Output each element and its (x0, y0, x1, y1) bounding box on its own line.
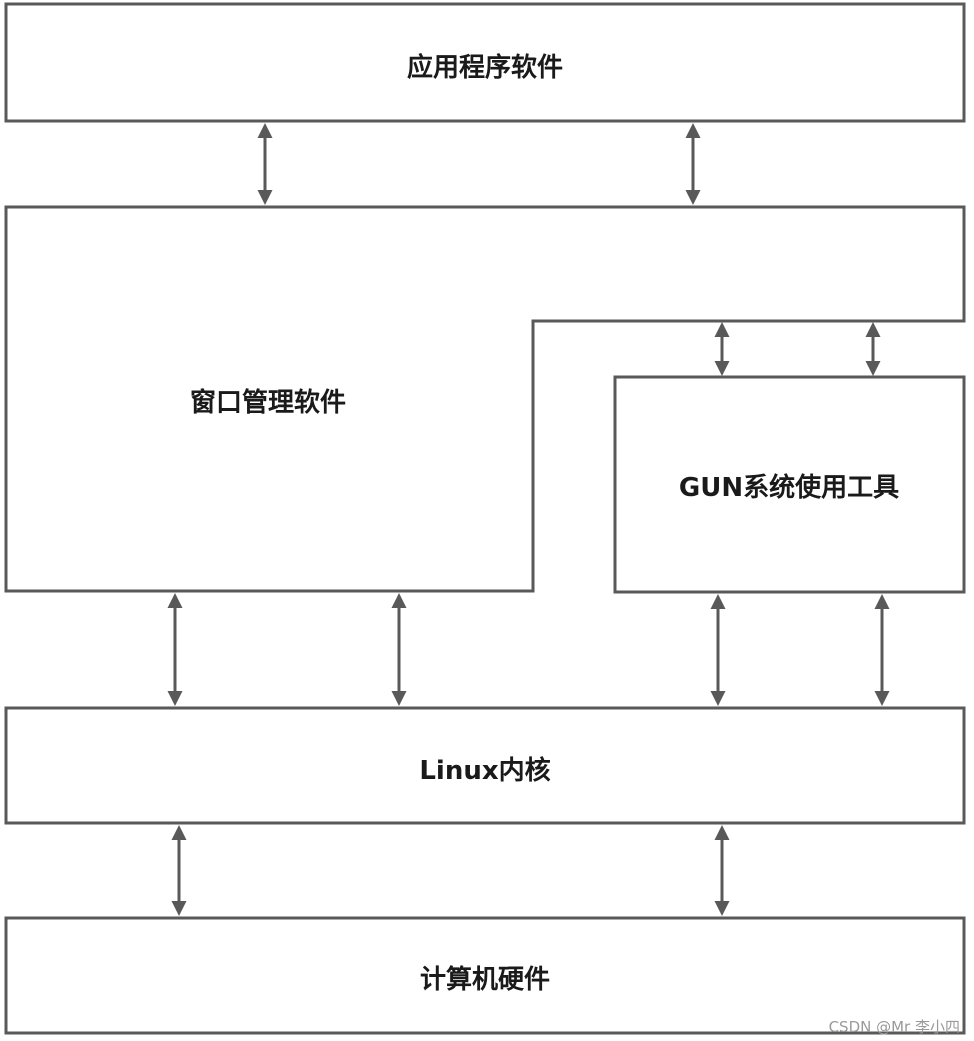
linux-kernel-node: Linux内核 (4, 706, 966, 825)
application-software-label: 应用程序软件 (407, 52, 563, 83)
linux-kernel-box (4, 706, 966, 825)
linux-kernel-label: Linux内核 (419, 755, 550, 786)
gnu-tools-label: GUN系统使用工具 (679, 472, 899, 503)
application-software-node: 应用程序软件 (4, 2, 966, 123)
gnu-tools-node: GUN系统使用工具 (613, 375, 966, 594)
window-manager-node: 窗口管理软件 (4, 205, 966, 593)
window-manager-box (4, 205, 966, 593)
hardware-label: 计算机硬件 (420, 964, 550, 995)
application-software-box (4, 2, 966, 123)
window-manager-label: 窗口管理软件 (190, 387, 346, 418)
watermark-text: CSDN @Mr 李小四 (828, 1018, 960, 1036)
hardware-node: 计算机硬件 (4, 916, 966, 1035)
hardware-box (4, 916, 966, 1035)
gnu-tools-box (613, 375, 966, 594)
